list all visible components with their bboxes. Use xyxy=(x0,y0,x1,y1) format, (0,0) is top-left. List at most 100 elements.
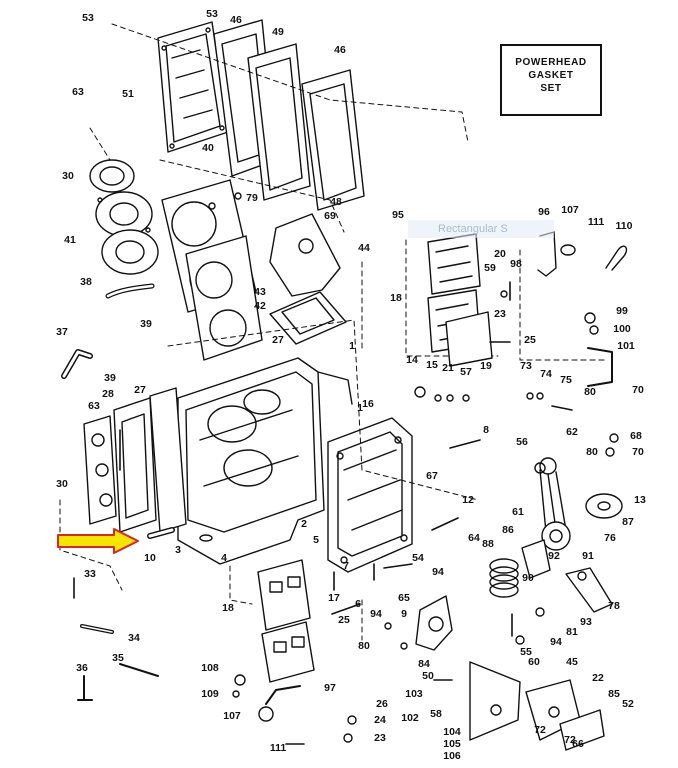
callout: 26 xyxy=(376,697,388,710)
callout: 60 xyxy=(528,655,540,668)
callout: 91 xyxy=(582,549,594,562)
bracket-69 xyxy=(269,213,341,297)
callout: 62 xyxy=(566,425,578,438)
spring-wire-110 xyxy=(605,245,628,271)
callout: 102 xyxy=(401,711,419,724)
callout: 80 xyxy=(586,445,598,458)
callout: 105 xyxy=(443,737,461,750)
callout: 13 xyxy=(634,493,646,506)
callout: 72 xyxy=(564,733,576,746)
crankcase-block xyxy=(177,357,353,565)
reed-block-19 xyxy=(445,311,493,367)
callout: 80 xyxy=(358,639,370,652)
callout: 38 xyxy=(80,275,92,288)
callout: 69 xyxy=(324,209,336,222)
callout: 25 xyxy=(524,333,536,346)
callout: 111 xyxy=(587,215,605,228)
callout: 80 xyxy=(584,385,596,398)
callout: 59 xyxy=(484,261,496,274)
callout: 15 xyxy=(426,358,438,371)
callout: 61 xyxy=(512,505,524,518)
callout: 99 xyxy=(616,304,628,317)
callout: 46 xyxy=(230,13,242,26)
cylinder-head-assembly xyxy=(89,159,159,275)
callout: 1 xyxy=(357,401,363,414)
callout: 57 xyxy=(460,365,472,378)
callout: 58 xyxy=(430,707,442,720)
callout: 65 xyxy=(398,591,410,604)
callout: 27 xyxy=(134,383,146,396)
callout: 94 xyxy=(370,607,382,620)
cable-35 xyxy=(119,663,159,677)
callout: 33 xyxy=(84,567,96,580)
callout: 96 xyxy=(538,205,550,218)
crankcase-cover xyxy=(327,417,413,573)
callout: 100 xyxy=(613,322,631,335)
callout: 8 xyxy=(483,423,489,436)
callout: 36 xyxy=(76,661,88,674)
callout: 54 xyxy=(412,551,424,564)
callout: 14 xyxy=(406,353,418,366)
callout: 42 xyxy=(254,299,266,312)
callout: 16 xyxy=(362,397,374,410)
callout: 75 xyxy=(560,373,572,386)
callout: 103 xyxy=(405,687,423,700)
callout: 81 xyxy=(566,625,578,638)
callout: 27 xyxy=(272,333,284,346)
callout: 53 xyxy=(82,11,94,24)
callout: 23 xyxy=(374,731,386,744)
callout: 72 xyxy=(534,723,546,736)
lower-reed-plates xyxy=(257,559,315,683)
callout: 55 xyxy=(520,645,532,658)
callout: 50 xyxy=(422,669,434,682)
callout: 28 xyxy=(102,387,114,400)
watermark-text: Rectangular S xyxy=(438,223,508,235)
callout: 4 xyxy=(221,551,227,564)
callout: 85 xyxy=(608,687,620,700)
grommet-107 xyxy=(560,244,576,256)
callout: 52 xyxy=(622,697,634,710)
callout: 3 xyxy=(175,543,181,556)
flywheel-washer-13 xyxy=(585,493,623,519)
callout: 109 xyxy=(201,687,219,700)
callout: 21 xyxy=(442,361,454,374)
connecting-rod xyxy=(539,457,571,551)
pin-3 xyxy=(199,534,213,542)
callout: 56 xyxy=(516,435,528,448)
powerhead-gasket-set-box: POWERHEAD GASKET SET xyxy=(500,44,602,116)
fastener-screws xyxy=(73,281,573,745)
callout: 40 xyxy=(202,141,214,154)
callout: 53 xyxy=(206,7,218,20)
spark-plug-34-inner xyxy=(81,625,113,633)
cam-pivot xyxy=(428,616,444,632)
callout: 49 xyxy=(272,25,284,38)
callout: 98 xyxy=(510,257,522,270)
callout: 12 xyxy=(462,493,474,506)
callout: 17 xyxy=(328,591,340,604)
bracket-96 xyxy=(537,231,557,277)
callout: 95 xyxy=(392,208,404,221)
callout: 2 xyxy=(301,517,307,530)
dowel-pin-10-inner xyxy=(148,528,174,538)
washers-and-nuts xyxy=(232,290,619,743)
choke-rod-107 xyxy=(265,685,301,705)
coil-spring-88 xyxy=(489,558,519,598)
callout: 111 xyxy=(269,741,287,754)
callout: 39 xyxy=(140,317,152,330)
callout: 87 xyxy=(622,515,634,528)
kit-label-line3: SET xyxy=(540,83,562,94)
callout: 9 xyxy=(401,607,407,620)
elbow-37-inner xyxy=(62,350,92,378)
bushing-86 xyxy=(521,539,551,579)
callout: 66 xyxy=(572,737,584,750)
callout: 48 xyxy=(330,195,342,208)
callout: 63 xyxy=(72,85,84,98)
callout: 70 xyxy=(632,383,644,396)
callout: 64 xyxy=(468,531,480,544)
link-rod-101 xyxy=(587,347,613,387)
callout: 63 xyxy=(88,399,100,412)
exhaust-gaskets xyxy=(213,19,365,211)
callout: 78 xyxy=(608,599,620,612)
throttle-cam-84 xyxy=(415,595,453,651)
